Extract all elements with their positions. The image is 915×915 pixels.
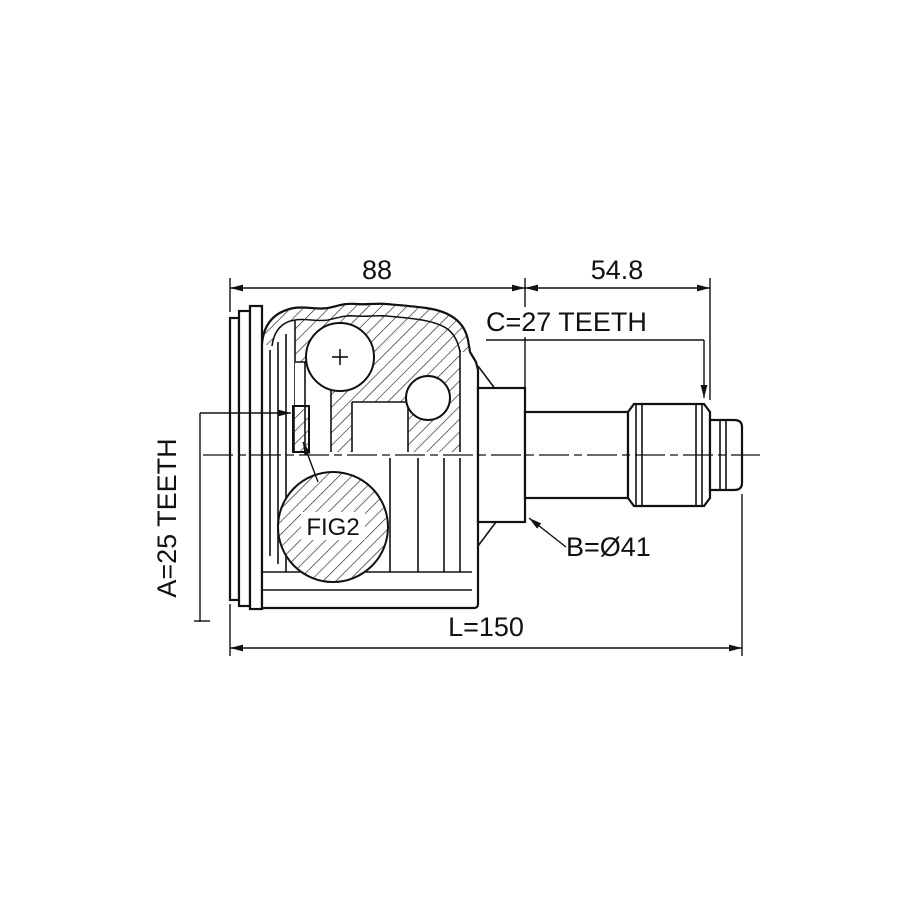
dimension-layer: 88 54.8 C=27 TEETH A=25 TEETH B=Ø41 L=15…: [152, 255, 743, 656]
label-c-bg: [483, 307, 703, 337]
boot-ring-outer: [228, 316, 241, 602]
fig2-label-bg: [301, 512, 365, 540]
dim-54-8-label: 54.8: [591, 255, 644, 285]
label-b-text: B=Ø41: [566, 532, 651, 562]
housing-top-wall-hatch: [262, 303, 470, 352]
cavity-below-ball: [352, 402, 408, 452]
flange-chamfer-bottom: [477, 521, 497, 547]
label-a-text: A=25 TEETH: [152, 438, 182, 597]
dim-88-label: 88: [362, 255, 392, 285]
dim-l150-label: L=150: [448, 612, 524, 642]
boot-ring-inner: [248, 304, 264, 611]
ball-small: [405, 375, 451, 421]
inner-spline-section: [292, 405, 310, 453]
housing-group: FIG2: [228, 302, 480, 611]
spline-section: [626, 402, 712, 508]
label-b-arrow: [528, 517, 567, 548]
boot-ring-mid: [237, 309, 252, 608]
shaft-group: [476, 365, 744, 547]
fig2-label: FIG2: [306, 514, 359, 541]
label-c-text: C=27 TEETH: [486, 307, 647, 337]
flange-chamfer-top: [477, 365, 497, 391]
fig2-leader-arrow: [302, 441, 319, 483]
